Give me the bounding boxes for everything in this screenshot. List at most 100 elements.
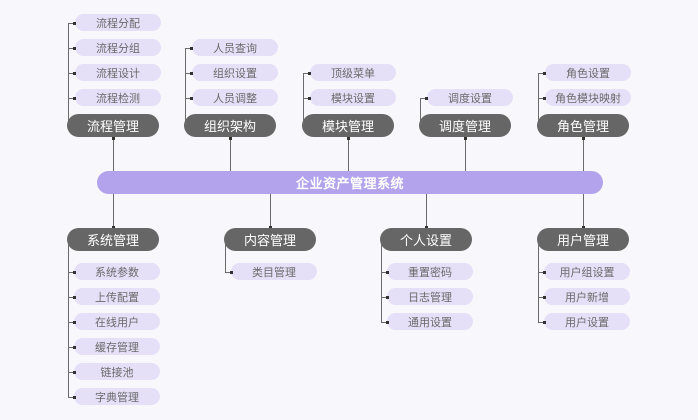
leaf-node[interactable]: 角色设置 xyxy=(545,64,631,81)
connector-line xyxy=(303,72,304,126)
connector-dot xyxy=(190,96,193,100)
category-node[interactable]: 角色管理 xyxy=(537,114,629,137)
connector-dot xyxy=(543,71,546,75)
connector-dot xyxy=(543,270,546,274)
connector-line xyxy=(420,97,421,126)
category-node[interactable]: 个人设置 xyxy=(380,228,472,251)
connector-dot xyxy=(386,320,389,324)
leaf-node[interactable]: 缓存管理 xyxy=(74,338,160,355)
leaf-node[interactable]: 类目管理 xyxy=(231,263,317,280)
connector-line xyxy=(381,239,382,322)
connector-line xyxy=(68,47,75,49)
connector-dot xyxy=(73,345,76,349)
connector-line xyxy=(68,346,75,348)
connector-line xyxy=(225,239,226,272)
connector-line xyxy=(538,321,545,323)
connector-line xyxy=(185,72,192,74)
connector-line xyxy=(68,97,75,99)
connector-dot xyxy=(190,71,193,75)
connector-dot xyxy=(543,320,546,324)
connector-dot xyxy=(347,137,350,140)
connector-dot xyxy=(73,270,76,274)
connector-line xyxy=(113,194,114,228)
connector-line xyxy=(583,137,584,171)
connector-line xyxy=(113,137,114,171)
connector-dot xyxy=(425,226,428,229)
connector-dot xyxy=(230,270,233,274)
category-node[interactable]: 内容管理 xyxy=(224,228,316,251)
connector-line xyxy=(465,137,466,171)
leaf-node[interactable]: 人员查询 xyxy=(192,39,278,56)
category-node[interactable]: 模块管理 xyxy=(302,114,394,137)
connector-line xyxy=(426,194,427,228)
connector-dot xyxy=(269,226,272,229)
connector-line xyxy=(68,22,69,126)
leaf-node[interactable]: 在线用户 xyxy=(74,313,160,330)
connector-dot xyxy=(386,270,389,274)
connector-line xyxy=(68,72,75,74)
connector-line xyxy=(538,239,539,322)
connector-line xyxy=(68,296,75,298)
connector-line xyxy=(538,271,545,273)
leaf-node[interactable]: 重置密码 xyxy=(387,263,473,280)
leaf-node[interactable]: 模块设置 xyxy=(310,89,396,106)
category-node[interactable]: 调度管理 xyxy=(419,114,511,137)
connector-line xyxy=(348,137,349,171)
connector-dot xyxy=(73,320,76,324)
leaf-node[interactable]: 角色模块映射 xyxy=(545,89,631,106)
leaf-node[interactable]: 用户设置 xyxy=(544,313,630,330)
connector-line xyxy=(538,296,545,298)
connector-dot xyxy=(229,137,232,140)
leaf-node[interactable]: 链接池 xyxy=(74,363,160,380)
connector-line xyxy=(303,97,310,99)
leaf-node[interactable]: 流程检测 xyxy=(75,89,161,106)
connector-line xyxy=(538,72,539,126)
connector-dot xyxy=(386,295,389,299)
leaf-node[interactable]: 顶级菜单 xyxy=(310,64,396,81)
connector-line xyxy=(420,97,427,99)
connector-dot xyxy=(308,71,311,75)
connector-line xyxy=(230,137,231,171)
leaf-node[interactable]: 字典管理 xyxy=(74,388,160,405)
leaf-node[interactable]: 上传配置 xyxy=(74,288,160,305)
connector-line xyxy=(68,321,75,323)
connector-line xyxy=(185,47,186,126)
category-node[interactable]: 组织架构 xyxy=(184,114,276,137)
connector-line xyxy=(68,371,75,373)
connector-dot xyxy=(464,137,467,140)
leaf-node[interactable]: 用户新增 xyxy=(544,288,630,305)
connector-line xyxy=(68,22,75,24)
connector-dot xyxy=(582,137,585,140)
connector-dot xyxy=(543,96,546,100)
connector-dot xyxy=(73,21,76,25)
category-node[interactable]: 用户管理 xyxy=(537,228,629,251)
connector-line xyxy=(381,321,388,323)
leaf-node[interactable]: 流程分组 xyxy=(75,39,161,56)
leaf-node[interactable]: 通用设置 xyxy=(387,313,473,330)
connector-dot xyxy=(73,46,76,50)
leaf-node[interactable]: 流程设计 xyxy=(75,64,161,81)
leaf-node[interactable]: 日志管理 xyxy=(387,288,473,305)
connector-dot xyxy=(308,96,311,100)
connector-dot xyxy=(73,395,76,399)
connector-dot xyxy=(190,46,193,50)
leaf-node[interactable]: 系统参数 xyxy=(74,263,160,280)
leaf-node[interactable]: 组织设置 xyxy=(192,64,278,81)
category-node[interactable]: 流程管理 xyxy=(67,114,159,137)
category-node[interactable]: 系统管理 xyxy=(67,228,159,251)
connector-line xyxy=(185,47,192,49)
leaf-node[interactable]: 人员调整 xyxy=(192,89,278,106)
leaf-node[interactable]: 调度设置 xyxy=(427,89,513,106)
connector-line xyxy=(381,271,388,273)
connector-line xyxy=(68,239,69,397)
root-node[interactable]: 企业资产管理系统 xyxy=(97,171,603,194)
connector-dot xyxy=(112,137,115,140)
connector-dot xyxy=(425,96,428,100)
leaf-node[interactable]: 用户组设置 xyxy=(544,263,630,280)
connector-line xyxy=(68,396,75,398)
leaf-node[interactable]: 流程分配 xyxy=(75,14,161,31)
connector-dot xyxy=(73,96,76,100)
connector-dot xyxy=(73,370,76,374)
connector-dot xyxy=(73,71,76,75)
